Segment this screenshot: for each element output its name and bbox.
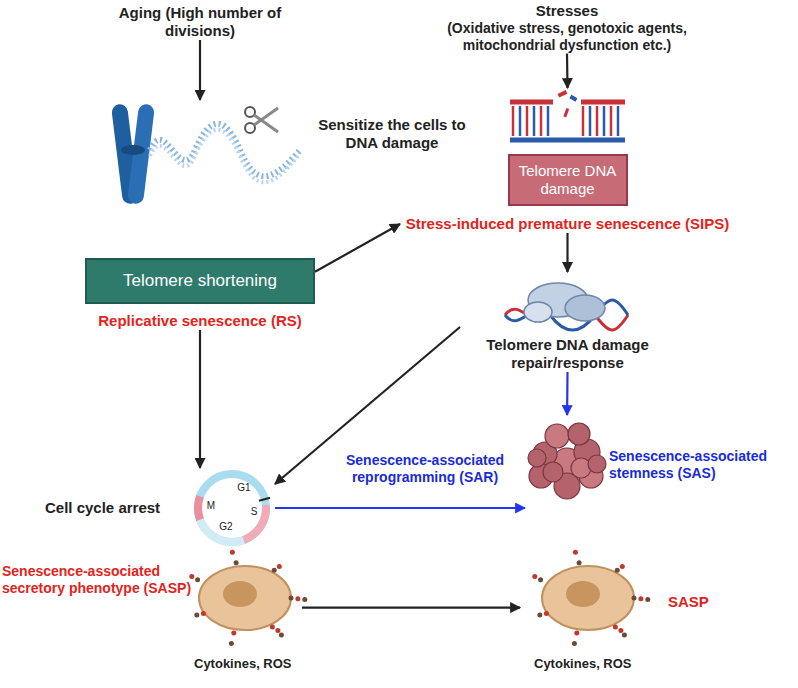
flow-arrow [566, 54, 569, 88]
dna-rung [617, 106, 620, 136]
secreted-dot [195, 577, 200, 582]
dna-rung [603, 106, 606, 136]
box-shape: Telomere shortening [85, 258, 315, 304]
stem-cell [528, 449, 546, 467]
phase-label: S [251, 507, 258, 517]
reprogramming-arrow [275, 507, 525, 509]
stem-cell-cluster [528, 423, 606, 499]
secreted-dot [620, 564, 625, 569]
node-subtext: Cytokines, ROS [194, 656, 292, 672]
process-node: Telomere shorteningReplicative senescenc… [70, 100, 330, 330]
secreted-dot [189, 574, 194, 579]
secreted-dot [613, 624, 618, 629]
secreted-dot [573, 550, 578, 555]
secreted-dot [201, 611, 206, 616]
dna-rung [526, 106, 529, 136]
secreted-dot [577, 560, 582, 565]
dna-repair-icon [505, 283, 628, 330]
secreted-dot [229, 641, 234, 646]
secreted-dot [638, 596, 643, 601]
node-text: Senescence-associated secretory phenotyp… [2, 563, 192, 597]
phenotype-node: SASP Cytokines, ROS [520, 555, 740, 672]
chromosome-icon [111, 103, 300, 204]
node-subtext: (Oxidative stress, genotoxic agents, mit… [402, 20, 732, 54]
reprogramming-arrow [566, 372, 569, 415]
edge-label: Senescence-associated reprogramming (SAR… [330, 452, 520, 486]
secreted-dot [538, 577, 543, 582]
node-text: Telomere DNA damage repair/response [460, 336, 675, 372]
node-subtext: Stress-induced premature senescence (SIP… [400, 215, 735, 233]
node-text: Telomere DNA damage [514, 162, 622, 198]
flow-arrow [199, 330, 201, 468]
flow-arrow [315, 224, 400, 272]
secreted-dot [234, 560, 239, 565]
phenotype-node: Senescence-associated secretory phenotyp… [2, 555, 302, 672]
state-node: Senescence-associated stemness (SAS) [525, 415, 793, 515]
secreted-dot [295, 596, 300, 601]
box-shape: Telomere DNA damage [508, 154, 628, 206]
senescent-cell [532, 550, 650, 646]
node-subtext: Cytokines, ROS [534, 656, 632, 672]
secreted-dot [645, 597, 650, 602]
dna-rung [610, 106, 613, 136]
cell-cycle-icon [198, 474, 270, 542]
node-text: Stresses [402, 2, 732, 20]
secreted-dot [532, 574, 537, 579]
secreted-dot [537, 613, 542, 618]
secreted-dot [194, 613, 199, 618]
secreted-dot [277, 564, 282, 569]
flow-arrow [302, 606, 520, 608]
process-text: Telomere DNA damage repair/response [460, 272, 675, 372]
secreted-dot [272, 568, 277, 573]
stem-cell [568, 423, 590, 445]
secreted-dot [279, 633, 284, 638]
flow-arrow [199, 40, 201, 100]
dna-rung [589, 106, 592, 136]
dna-rung [596, 106, 599, 136]
node-subtext: Replicative senescence (RS) [70, 312, 330, 330]
stimulus-text: Stresses(Oxidative stress, genotoxic age… [402, 2, 732, 54]
stem-cell [543, 462, 563, 482]
secreted-dot [275, 628, 280, 633]
flow-arrow [566, 233, 568, 272]
dna-rung [533, 106, 536, 136]
dna-rung [540, 106, 543, 136]
edge-label: Sensitize the cells to DNA damage [310, 116, 474, 152]
secreted-dot [574, 630, 579, 635]
secreted-dot [270, 624, 275, 629]
secreted-dot [231, 630, 236, 635]
node-text: Telomere shortening [123, 271, 277, 291]
secreted-dot [544, 611, 549, 616]
phase-label: G1 [237, 483, 250, 493]
secreted-dot [289, 596, 294, 601]
node-text: Cell cycle arrest [45, 499, 160, 517]
stem-cell [588, 455, 606, 473]
secreted-dot [618, 628, 623, 633]
secreted-dot [572, 641, 577, 646]
dna-rung [582, 106, 585, 136]
phase-label: M [207, 501, 215, 511]
stimulus-text: Aging (High number of divisions) [100, 4, 300, 40]
state-node: Cell cycle arrest [45, 468, 275, 548]
node-text: Senescence-associated stemness (SAS) [609, 448, 793, 482]
phase-label: G2 [219, 522, 232, 532]
dna-rung [547, 106, 550, 136]
dna-rung [519, 106, 522, 136]
node-text: SASP [668, 593, 709, 611]
secreted-dot [622, 633, 627, 638]
scissors-icon [245, 107, 278, 133]
process-node: Telomere DNA damageStress-induced premat… [400, 88, 735, 233]
senescent-cell [189, 550, 307, 646]
damaged-dna-icon [510, 90, 625, 140]
secreted-dot [615, 568, 620, 573]
stem-cell [545, 424, 569, 448]
secreted-dot [230, 550, 235, 555]
node-text: Aging (High number of divisions) [100, 4, 300, 40]
secreted-dot [632, 596, 637, 601]
secreted-dot [302, 597, 307, 602]
dna-rung [512, 106, 515, 136]
